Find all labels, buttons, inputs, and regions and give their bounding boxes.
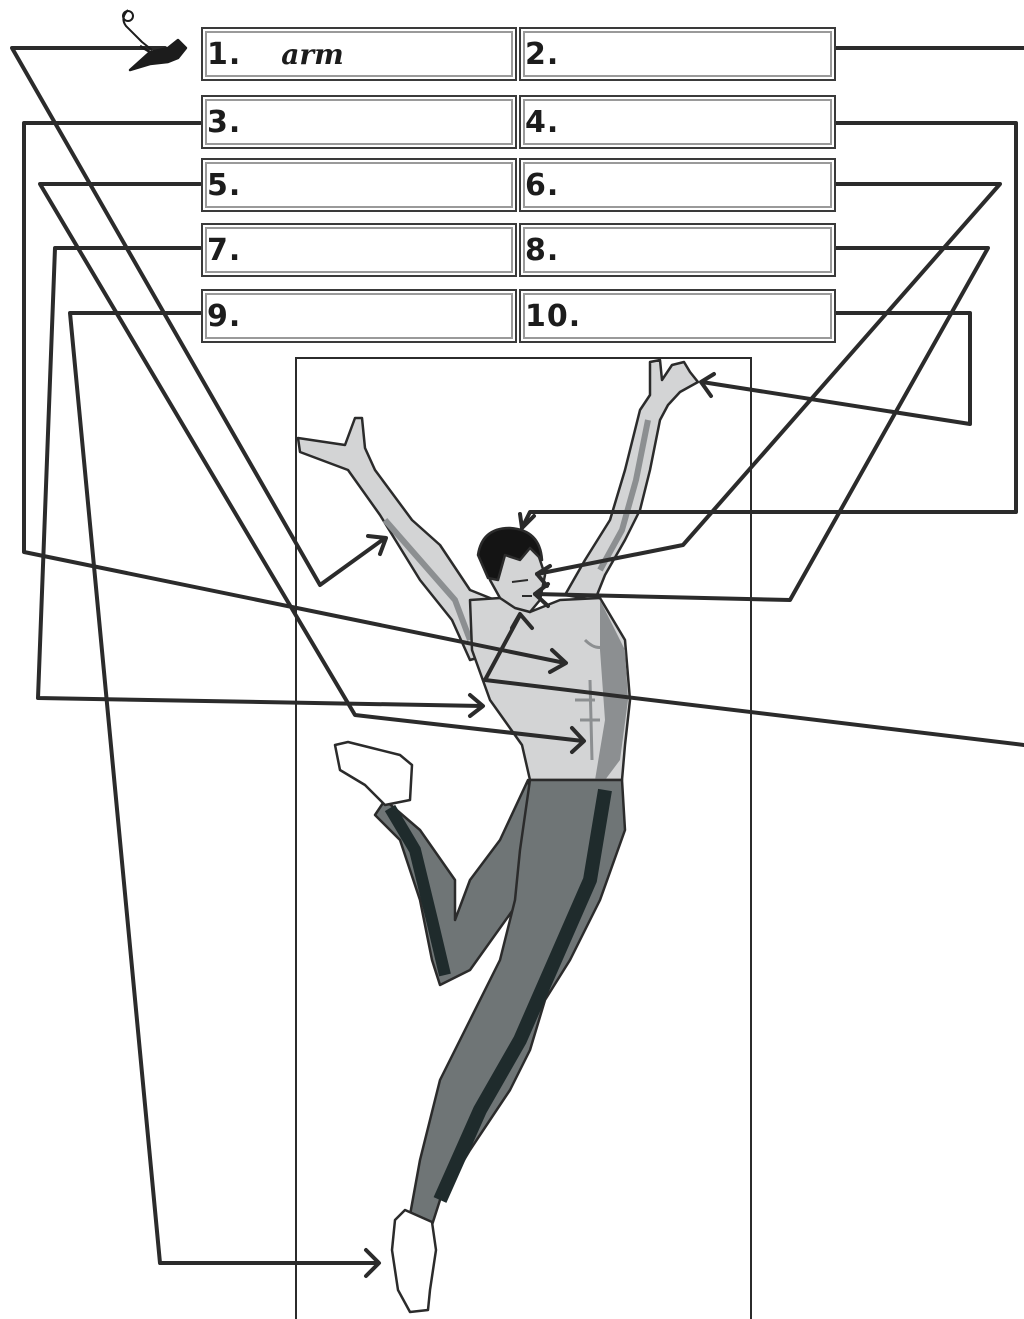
label-box-6[interactable]: 6. bbox=[519, 158, 836, 212]
label-number-8: 8. bbox=[525, 232, 560, 268]
label-number-10: 10. bbox=[525, 298, 582, 334]
label-box-4[interactable]: 4. bbox=[519, 95, 836, 149]
label-box-2[interactable]: 2. bbox=[519, 27, 836, 81]
leader-line-3 bbox=[22, 121, 567, 665]
label-box-8[interactable]: 8. bbox=[519, 223, 836, 277]
arrowhead-5 bbox=[570, 726, 586, 754]
leader-line-4 bbox=[520, 121, 1018, 530]
figure-left-arm bbox=[296, 416, 507, 662]
leader-line-8 bbox=[533, 246, 990, 602]
arrowhead-4 bbox=[518, 512, 536, 530]
label-box-5[interactable]: 5. bbox=[201, 158, 517, 212]
label-number-4: 4. bbox=[525, 104, 560, 140]
leader-line-9 bbox=[68, 311, 380, 1265]
arrowhead-9 bbox=[364, 1248, 381, 1278]
leader-line-5 bbox=[38, 182, 585, 743]
label-number-3: 3. bbox=[207, 104, 242, 140]
label-answer-1: arm bbox=[281, 37, 344, 71]
leader-line-2b bbox=[483, 613, 1024, 747]
label-number-9: 9. bbox=[207, 298, 242, 334]
label-number-5: 5. bbox=[207, 167, 242, 203]
arrowhead-2 bbox=[510, 612, 534, 630]
label-number-2: 2. bbox=[525, 36, 560, 72]
figure-feet bbox=[333, 740, 438, 1314]
arrowhead-8 bbox=[533, 582, 550, 608]
leader-line-1 bbox=[10, 46, 387, 587]
label-box-3[interactable]: 3. bbox=[201, 95, 517, 149]
figure-legs bbox=[373, 778, 627, 1227]
arrowhead-3 bbox=[548, 648, 568, 674]
arrowhead-6 bbox=[535, 564, 552, 588]
leader-line-7 bbox=[36, 246, 484, 708]
label-box-10[interactable]: 10. bbox=[519, 289, 836, 343]
label-number-1: 1. bbox=[207, 36, 242, 72]
arrowhead-1 bbox=[366, 534, 388, 556]
arrowhead-7 bbox=[468, 693, 485, 718]
mouse-pointer-icon bbox=[122, 9, 188, 72]
label-number-6: 6. bbox=[525, 167, 560, 203]
label-box-9[interactable]: 9. bbox=[201, 289, 517, 343]
label-box-1[interactable]: 1. arm bbox=[201, 27, 517, 81]
label-number-7: 7. bbox=[207, 232, 242, 268]
arrowhead-10 bbox=[699, 372, 716, 398]
figure-frame bbox=[295, 357, 752, 1319]
leader-lines bbox=[10, 46, 1024, 1278]
label-box-7[interactable]: 7. bbox=[201, 223, 517, 277]
leader-line-6 bbox=[535, 182, 1002, 576]
leader-line-10 bbox=[700, 311, 972, 426]
figure-right-arm bbox=[563, 358, 700, 602]
